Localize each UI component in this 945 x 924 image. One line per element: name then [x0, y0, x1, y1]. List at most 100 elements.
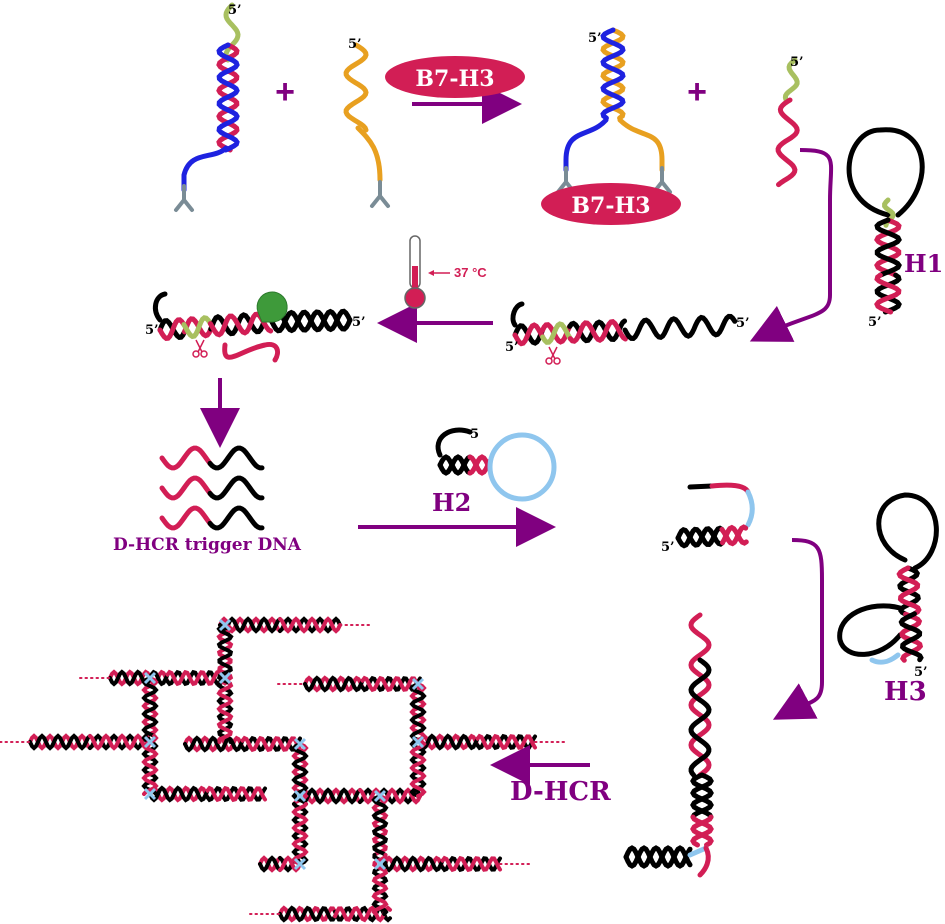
dna-strand — [688, 612, 712, 778]
junction — [411, 677, 425, 691]
prime-marker: 5’ — [145, 323, 159, 338]
prime-marker: 5’ — [352, 315, 366, 330]
dna-strand — [278, 905, 337, 923]
dna-strand — [567, 319, 628, 344]
junction — [411, 735, 425, 749]
dna-strand — [690, 814, 714, 848]
scissors-ring — [545, 357, 553, 365]
prime-marker: 5’ — [914, 665, 928, 680]
dna-strand — [371, 794, 389, 857]
dna-strand — [697, 845, 711, 878]
enzyme-icon — [256, 291, 288, 323]
dna-strand — [874, 217, 902, 278]
h1-label: H1 — [904, 249, 943, 278]
protein-oval-complex — [541, 183, 681, 225]
dna-strand — [440, 855, 502, 873]
antibody-icon — [174, 184, 194, 212]
thermometer-bulb — [404, 287, 426, 309]
dna-strand — [874, 272, 902, 315]
labels: + + B7-H3 B7-H3 H1 H2 H3 D-HCR trigger D… — [113, 3, 943, 807]
dna-strand — [157, 317, 187, 341]
dna-strand — [617, 117, 665, 173]
dna-strand — [28, 733, 92, 751]
dna-strand — [152, 291, 168, 323]
scissors-ring — [200, 350, 208, 358]
dna-strand — [291, 742, 309, 806]
dna-strand — [216, 623, 234, 686]
dna-strand — [690, 772, 714, 820]
thermometer-pointer-head — [428, 270, 434, 276]
dna-strand — [409, 682, 427, 742]
dna-strand — [467, 454, 493, 476]
dna-strand — [205, 785, 267, 803]
dna-strand — [719, 524, 749, 547]
junction — [143, 735, 157, 749]
scissors-icon — [545, 346, 561, 365]
dna-strand — [540, 321, 573, 345]
prime-marker: 5’ — [505, 340, 519, 355]
dna-strand — [141, 676, 159, 738]
dna-strand — [600, 27, 626, 121]
junction — [373, 789, 387, 803]
dna-strand — [782, 57, 800, 102]
dna-strand — [298, 787, 362, 805]
scissors-ring — [553, 357, 561, 365]
dna-strand — [291, 802, 309, 866]
dna-strand — [563, 117, 609, 173]
dna-strand — [360, 675, 422, 693]
dna-strand — [333, 905, 392, 923]
dna-strand — [675, 525, 725, 549]
scissors-icon — [192, 339, 208, 358]
dna-strand — [418, 733, 480, 751]
dna-strand — [512, 322, 546, 347]
junction — [218, 618, 232, 632]
plus-sign-1: + — [275, 73, 295, 111]
dna-strand — [207, 505, 265, 531]
dna-strand — [291, 742, 309, 806]
junction — [293, 737, 307, 751]
dna-strand — [409, 738, 427, 798]
dna-strand — [898, 611, 924, 663]
dna-strand — [371, 794, 389, 857]
thermometer-fill — [412, 266, 418, 290]
hairpin-loop — [846, 127, 925, 218]
prime-marker: 5’ — [228, 3, 242, 18]
dna-strand — [298, 787, 362, 805]
dna-strand — [165, 669, 227, 687]
prime-marker: 5’ — [661, 540, 675, 555]
dna-strand — [258, 855, 282, 873]
dna-strand — [28, 733, 92, 751]
junction — [143, 787, 157, 801]
dna-strand — [216, 681, 234, 744]
dna-strand — [687, 483, 715, 490]
dna-strand — [278, 616, 342, 634]
dna-strand — [437, 454, 473, 476]
dna-strand — [409, 682, 427, 742]
dna-strand — [343, 42, 369, 133]
prime-marker: 5’ — [868, 315, 882, 330]
dna-strand — [539, 322, 573, 345]
dna-strand — [181, 145, 229, 193]
dna-strand — [383, 855, 445, 873]
prime-marker: 5 — [470, 427, 479, 442]
icons — [174, 166, 672, 365]
prime-marker: 5’ — [790, 55, 804, 70]
dna-strand — [440, 855, 502, 873]
dna-strand — [622, 313, 738, 342]
dna-strand — [874, 217, 902, 278]
dna-strand — [291, 802, 309, 866]
hairpin-loop — [876, 492, 939, 571]
prime-marker: 5’ — [588, 31, 602, 46]
dna-strand — [600, 27, 626, 121]
dna-strand — [688, 657, 712, 778]
antibody-icon — [370, 180, 390, 208]
junction — [293, 789, 307, 803]
dna-strand — [183, 735, 245, 753]
dna-strand — [182, 316, 214, 339]
dna-strand — [358, 787, 422, 805]
prime-marker: 5’ — [736, 316, 750, 331]
junction — [218, 671, 232, 685]
dna-strand — [222, 341, 280, 363]
dna-strand — [207, 445, 265, 471]
